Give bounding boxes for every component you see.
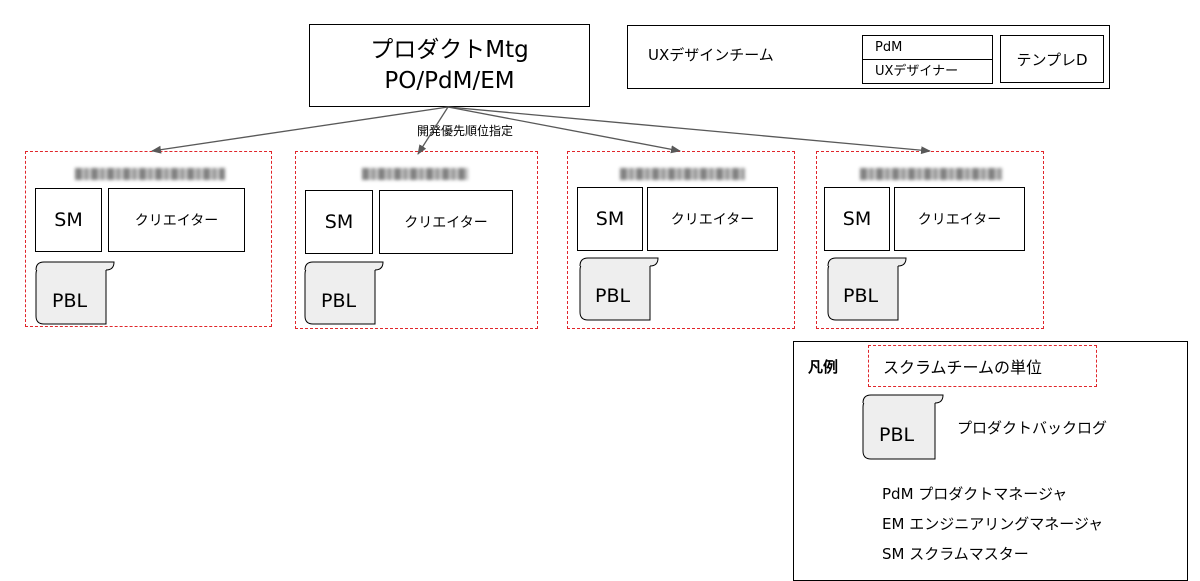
team-name-redacted xyxy=(362,168,468,180)
team-3-creator: クリエイター xyxy=(647,187,778,251)
arrow-to-team-2 xyxy=(417,106,449,155)
legend-pbl-label: PBL xyxy=(879,424,915,446)
team-2-creator-label: クリエイター xyxy=(404,215,488,231)
legend-pbl-desc: プロダクトバックログ xyxy=(957,419,1108,437)
product-meeting-members: PO/PdM/EM xyxy=(384,67,515,94)
legend-item-pdm: PdM プロダクトマネージャ xyxy=(882,485,1068,503)
team-name-redacted xyxy=(620,168,745,180)
legend-scrum-unit-label: スクラムチームの単位 xyxy=(883,358,1043,377)
legend-box xyxy=(793,341,1188,581)
arrow-to-team-3 xyxy=(447,106,681,154)
template-d-box: テンプレD xyxy=(1000,35,1104,83)
team-name-redacted xyxy=(75,168,225,180)
diagram-overlay xyxy=(35,106,944,460)
team-1-sm: SM xyxy=(35,188,102,252)
scrum-team-1 xyxy=(25,151,272,327)
scrum-team-2 xyxy=(295,151,538,329)
ux-role-designer: UXデザイナー xyxy=(862,59,993,84)
legend-item-em: EM エンジニアリングマネージャ xyxy=(882,515,1104,533)
team-3-pbl-icon xyxy=(579,257,659,321)
team-3-sm: SM xyxy=(577,187,643,251)
ux-role-designer-label: UXデザイナー xyxy=(875,64,959,79)
team-2-creator: クリエイター xyxy=(379,190,513,254)
team-2-sm: SM xyxy=(305,190,373,254)
team-2-pbl-icon xyxy=(304,261,384,325)
priority-arrows xyxy=(151,106,931,155)
legend-scrum-unit: スクラムチームの単位 xyxy=(868,345,1097,387)
team-4-creator: クリエイター xyxy=(894,187,1025,251)
legend-item-sm: SM スクラムマスター xyxy=(882,545,1029,563)
team-4-sm-label: SM xyxy=(842,208,872,230)
team-2-pbl-label: PBL xyxy=(321,290,357,312)
arrow-to-team-4 xyxy=(447,106,931,155)
arrow-to-team-1 xyxy=(151,106,449,154)
team-3-pbl-label: PBL xyxy=(595,285,631,307)
team-4-pbl-icon xyxy=(827,257,907,321)
legend-title: 凡例 xyxy=(808,358,839,376)
team-3-sm-label: SM xyxy=(595,208,625,230)
priority-edge-label: 開発優先順位指定 xyxy=(417,124,514,138)
team-name-redacted xyxy=(860,168,1002,180)
template-d-label: テンプレD xyxy=(1016,50,1088,69)
scrum-team-3 xyxy=(567,151,795,329)
ux-role-pdm-label: PdM xyxy=(875,40,903,55)
team-4-sm: SM xyxy=(824,187,890,251)
team-1-sm-label: SM xyxy=(54,209,83,231)
product-meeting-title: プロダクトMtg xyxy=(370,36,529,63)
product-meeting-box: プロダクトMtg PO/PdM/EM xyxy=(309,24,590,107)
team-4-creator-label: クリエイター xyxy=(917,212,1002,228)
legend-pbl-icon xyxy=(862,394,944,460)
team-1-creator-label: クリエイター xyxy=(134,213,219,229)
team-1-pbl-icon xyxy=(35,261,115,325)
team-1-creator: クリエイター xyxy=(108,188,245,252)
team-1-pbl-label: PBL xyxy=(52,290,88,312)
ux-team-name: UXデザインチーム xyxy=(648,46,774,64)
team-4-pbl-label: PBL xyxy=(843,285,879,307)
team-2-sm-label: SM xyxy=(324,211,354,233)
team-3-creator-label: クリエイター xyxy=(670,212,755,228)
